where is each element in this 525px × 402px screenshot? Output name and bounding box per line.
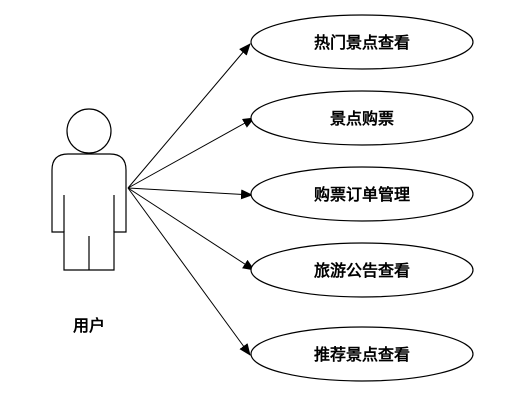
use-case-label: 旅游公告查看 <box>314 261 410 280</box>
actor-user: 用户 <box>51 108 127 335</box>
use-case-uc5: 推荐景点查看 <box>250 326 474 382</box>
association-uc2 <box>127 117 255 189</box>
actor-head <box>66 108 112 154</box>
use-case-uc2: 景点购票 <box>250 90 474 146</box>
use-case-label: 热门景点查看 <box>314 33 410 52</box>
use-case-label: 推荐景点查看 <box>314 345 410 364</box>
use-case-label: 景点购票 <box>330 109 394 128</box>
association-uc3 <box>127 187 253 200</box>
actor-body <box>51 153 127 271</box>
use-case-uc3: 购票订单管理 <box>250 166 474 222</box>
use-case-uc1: 热门景点查看 <box>250 14 474 70</box>
association-uc1 <box>127 43 251 189</box>
association-uc5 <box>127 187 251 356</box>
associations <box>127 43 255 356</box>
use-case-uc4: 旅游公告查看 <box>250 242 474 298</box>
use-case-label: 购票订单管理 <box>314 185 410 204</box>
actor-label: 用户 <box>73 316 105 335</box>
association-uc4 <box>127 187 255 271</box>
